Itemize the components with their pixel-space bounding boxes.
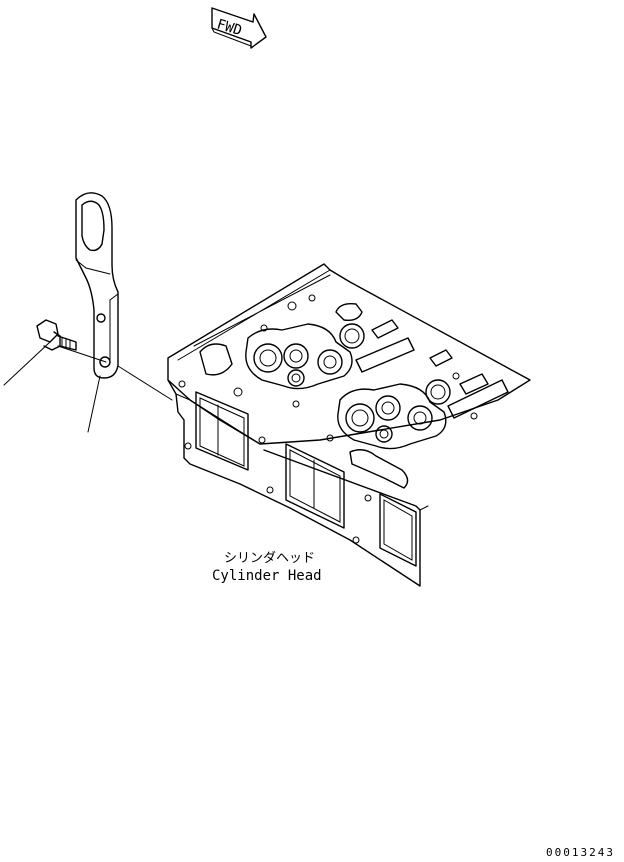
bolt: [36, 319, 77, 351]
fwd-arrow-icon: FWD: [211, 7, 267, 49]
drawing-number: 00013243: [546, 846, 615, 859]
fwd-label: FWD: [215, 17, 244, 40]
hanger-bracket: [75, 192, 119, 379]
cylinder-head: [167, 263, 531, 587]
leader-line-bolt: [3, 341, 51, 386]
part-label-en: Cylinder Head: [212, 568, 322, 584]
leader-line-bracket: [87, 375, 101, 433]
assembly-centerline: [57, 345, 173, 401]
part-label-jp: シリンダヘッド: [224, 551, 315, 566]
